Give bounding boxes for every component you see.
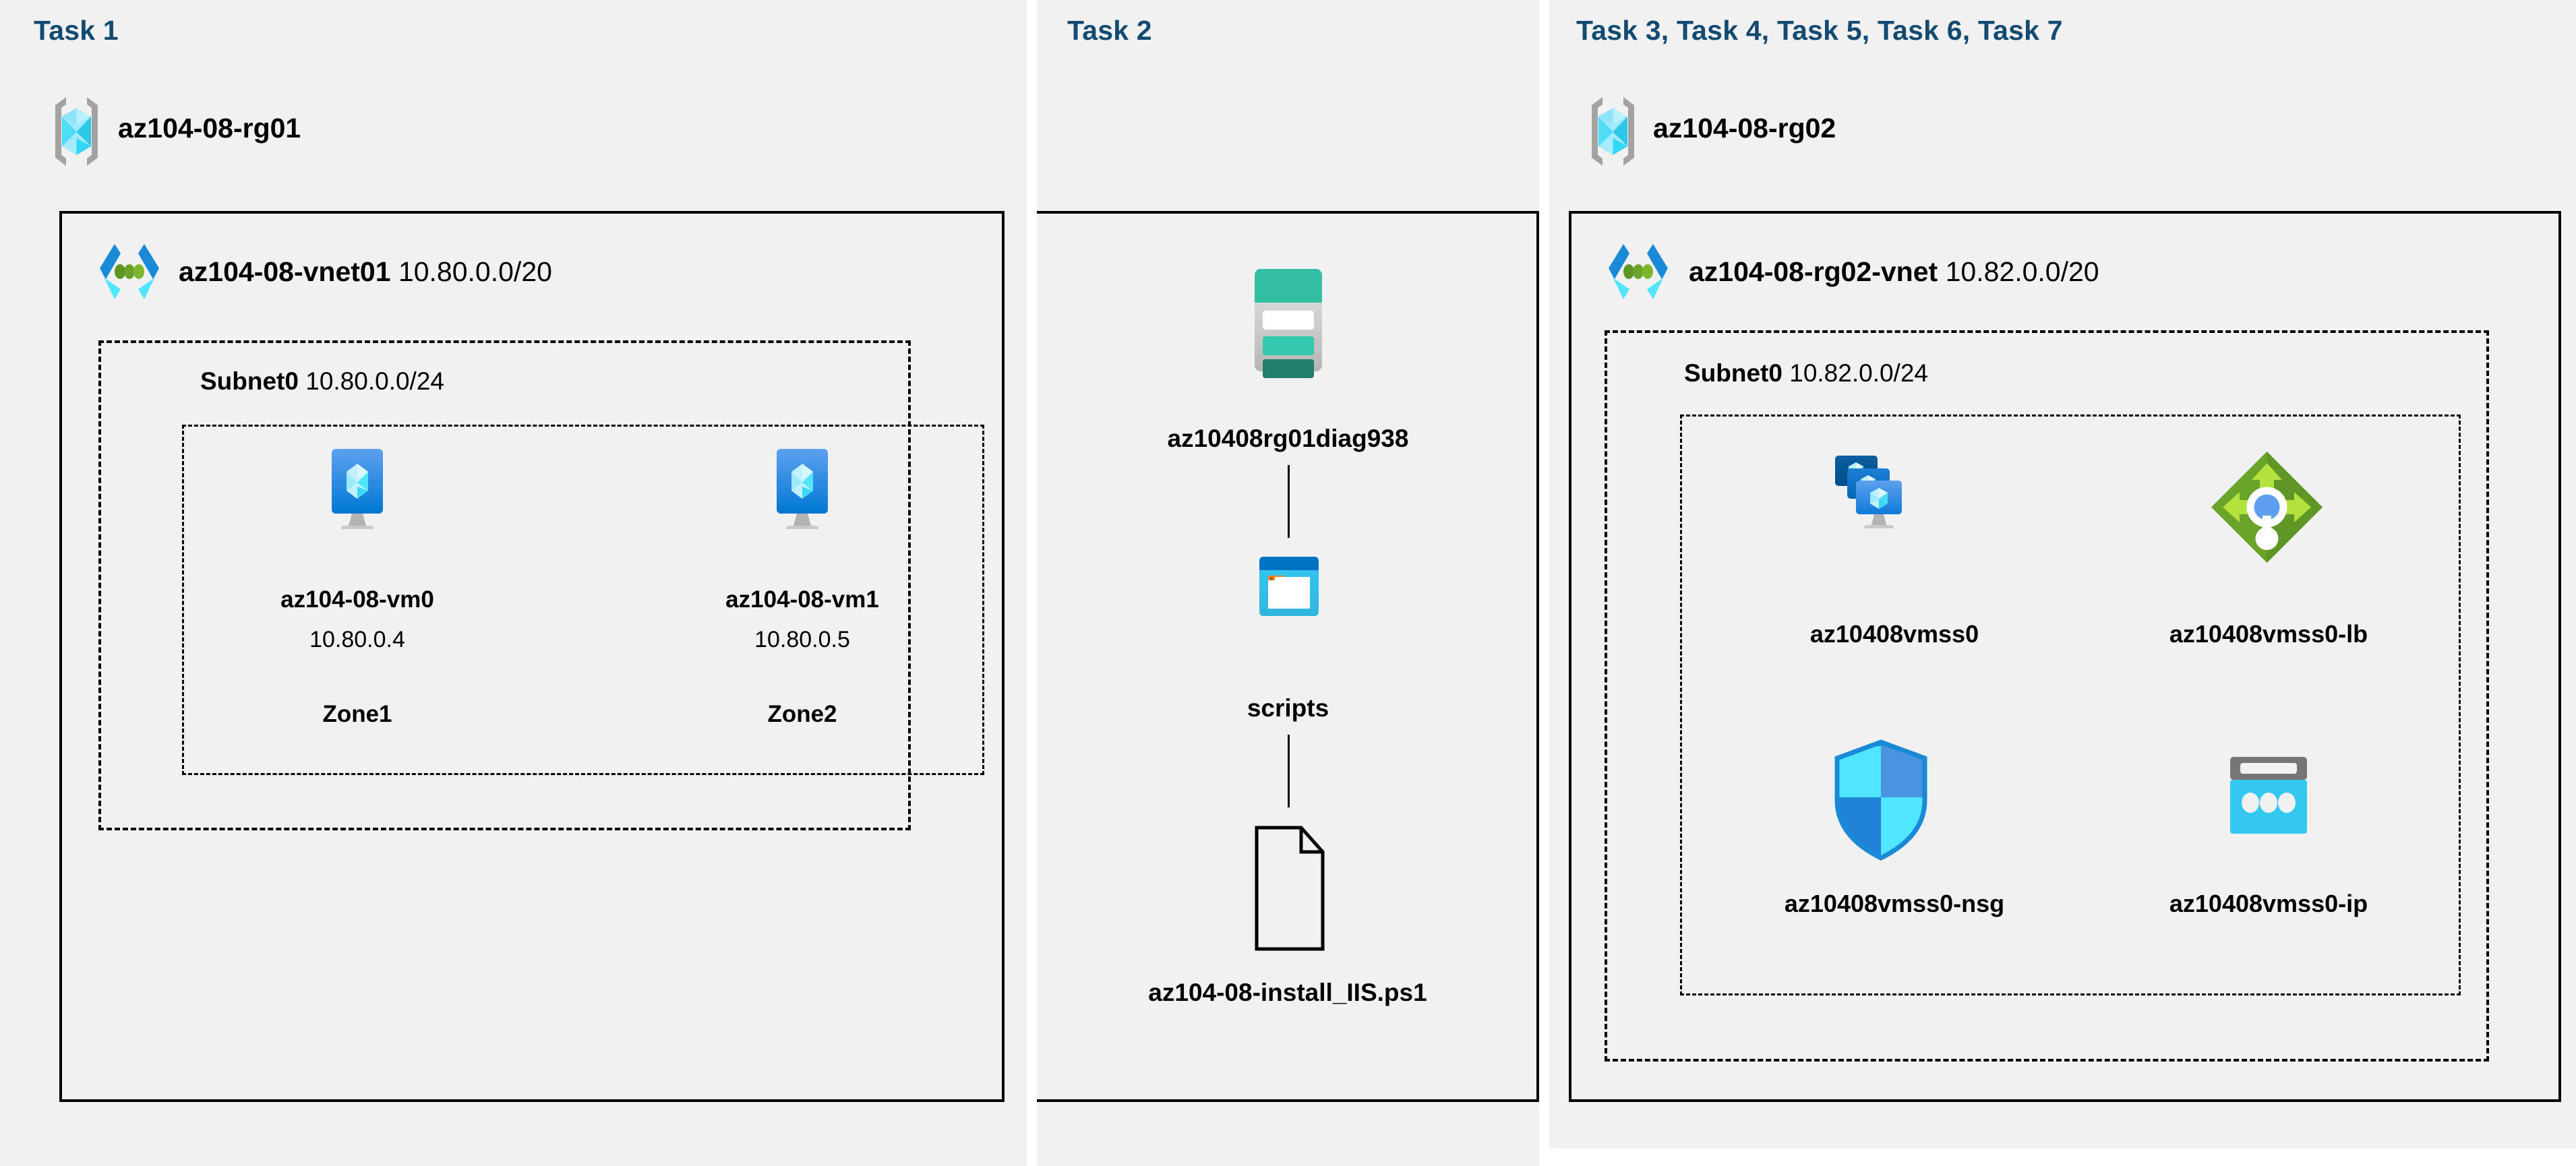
- task-1-vm0-ip: 10.80.0.4: [309, 627, 405, 652]
- task-1-vnet-label: az104-08-vnet01 10.80.0.0/20: [179, 256, 552, 287]
- file-icon: [1240, 822, 1338, 957]
- task-3-subnet-label: Subnet0 10.82.0.0/24: [1684, 359, 1928, 387]
- resource-group-icon: [1588, 94, 1638, 168]
- task-3-vnet-label: az104-08-rg02-vnet 10.82.0.0/20: [1689, 256, 2099, 287]
- task-1-zone-box: [182, 425, 984, 775]
- task-2-file-name: az104-08-install_IIS.ps1: [1148, 979, 1427, 1006]
- connector-storage-to-container: [1288, 465, 1290, 538]
- storage-account-icon: [1226, 259, 1350, 381]
- task-1-subnet-box: [98, 340, 911, 830]
- task-3-subnet-box: [1605, 330, 2489, 1062]
- task-3-lb-name: az10408vmss0-lb: [2169, 620, 2368, 648]
- task-1-panel: [0, 0, 1027, 1166]
- task-1-resource-group-label: az104-08-rg01: [118, 113, 301, 144]
- virtual-network-icon: [1603, 243, 1673, 301]
- task-3-vnet-box: [1569, 211, 2561, 1102]
- task-3-panel: [1549, 0, 2576, 1148]
- task-1-title: Task 1: [34, 15, 119, 46]
- vm-scale-set-icon: [1820, 452, 1948, 559]
- task-1-vnet-box: [59, 211, 1005, 1102]
- resource-group-icon: [51, 94, 102, 168]
- blob-container-icon: [1227, 551, 1348, 667]
- task-1-vm0-name: az104-08-vm0: [280, 586, 434, 613]
- task-2-container-box: [1037, 211, 1539, 1102]
- public-ip-address-icon: [2218, 751, 2319, 846]
- network-security-group-icon: [1827, 738, 1935, 863]
- task-2-container-right-edge: [1507, 211, 1539, 1102]
- virtual-machine-icon: [317, 445, 398, 532]
- task-3-vmss-name: az10408vmss0: [1809, 620, 1979, 648]
- load-balancer-icon: [2208, 448, 2326, 566]
- task-2-container-name: scripts: [1247, 694, 1329, 722]
- task-2-title: Task 2: [1067, 15, 1152, 46]
- task-2-storage-account-name: az10408rg01diag938: [1167, 425, 1409, 452]
- virtual-machine-icon: [762, 445, 843, 532]
- task-3-resources-box: [1680, 415, 2461, 995]
- task-3-title: Task 3, Task 4, Task 5, Task 6, Task 7: [1576, 15, 2063, 46]
- connector-container-to-file: [1288, 735, 1290, 807]
- task-3-ip-name: az10408vmss0-ip: [2169, 890, 2368, 917]
- task-1-subnet-label: Subnet0 10.80.0.0/24: [200, 367, 444, 395]
- task-1-vm1-name: az104-08-vm1: [725, 586, 879, 613]
- task-1-vm1-ip: 10.80.0.5: [754, 627, 850, 652]
- task-3-nsg-name: az10408vmss0-nsg: [1784, 890, 2005, 917]
- task-1-vm0-zone: Zone1: [322, 701, 392, 727]
- virtual-network-icon: [94, 243, 164, 301]
- task-1-vm1-zone: Zone2: [767, 701, 837, 727]
- task-3-resource-group-label: az104-08-rg02: [1653, 113, 1836, 144]
